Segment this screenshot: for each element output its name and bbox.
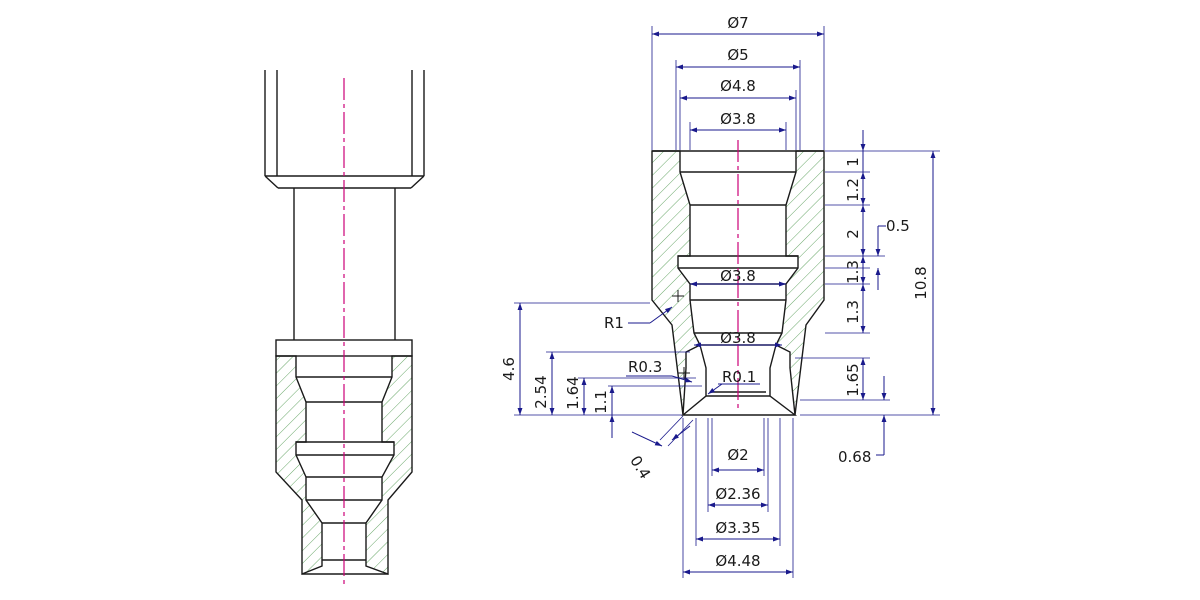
dim-dia-5: Ø5 (727, 46, 748, 64)
assembly-view (264, 70, 425, 588)
dim-1-3-b: 1.3 (844, 300, 862, 324)
radius-r1: R1 (604, 314, 624, 332)
dim-1-65: 1.65 (844, 363, 862, 396)
dim-10-8: 10.8 (912, 266, 930, 299)
radius-r0-1: R0.1 (722, 368, 756, 386)
dim-4-6: 4.6 (500, 357, 518, 381)
dim-dia-2: Ø2 (727, 446, 748, 464)
dim-0-68: 0.68 (838, 448, 871, 466)
dim-dia-2-36: Ø2.36 (715, 485, 760, 503)
dim-1-1: 1.1 (592, 390, 610, 414)
radius-r0-3: R0.3 (628, 358, 662, 376)
dim-1-64: 1.64 (564, 376, 582, 409)
dim-dia-3-8-low: Ø3.8 (720, 329, 756, 347)
dim-1-2: 1.2 (844, 178, 862, 202)
dim-dia-3-8-top: Ø3.8 (720, 110, 756, 128)
section-view: Ø7 Ø5 Ø4.8 Ø3.8 Ø3.8 Ø3.8 1 1.2 (500, 14, 940, 578)
dim-0-5: 0.5 (886, 217, 910, 235)
dim-dia-7: Ø7 (727, 14, 748, 32)
dim-2-54: 2.54 (532, 375, 550, 408)
dim-0-4: 0.4 (626, 452, 654, 482)
dim-dia-3-8-mid: Ø3.8 (720, 267, 756, 285)
dim-dia-4-48: Ø4.48 (715, 552, 760, 570)
dim-1-3-a: 1.3 (844, 260, 862, 284)
dim-dia-3-35: Ø3.35 (715, 519, 760, 537)
dim-dia-4-8: Ø4.8 (720, 77, 756, 95)
dim-1: 1 (844, 157, 862, 167)
dim-2: 2 (844, 229, 862, 239)
